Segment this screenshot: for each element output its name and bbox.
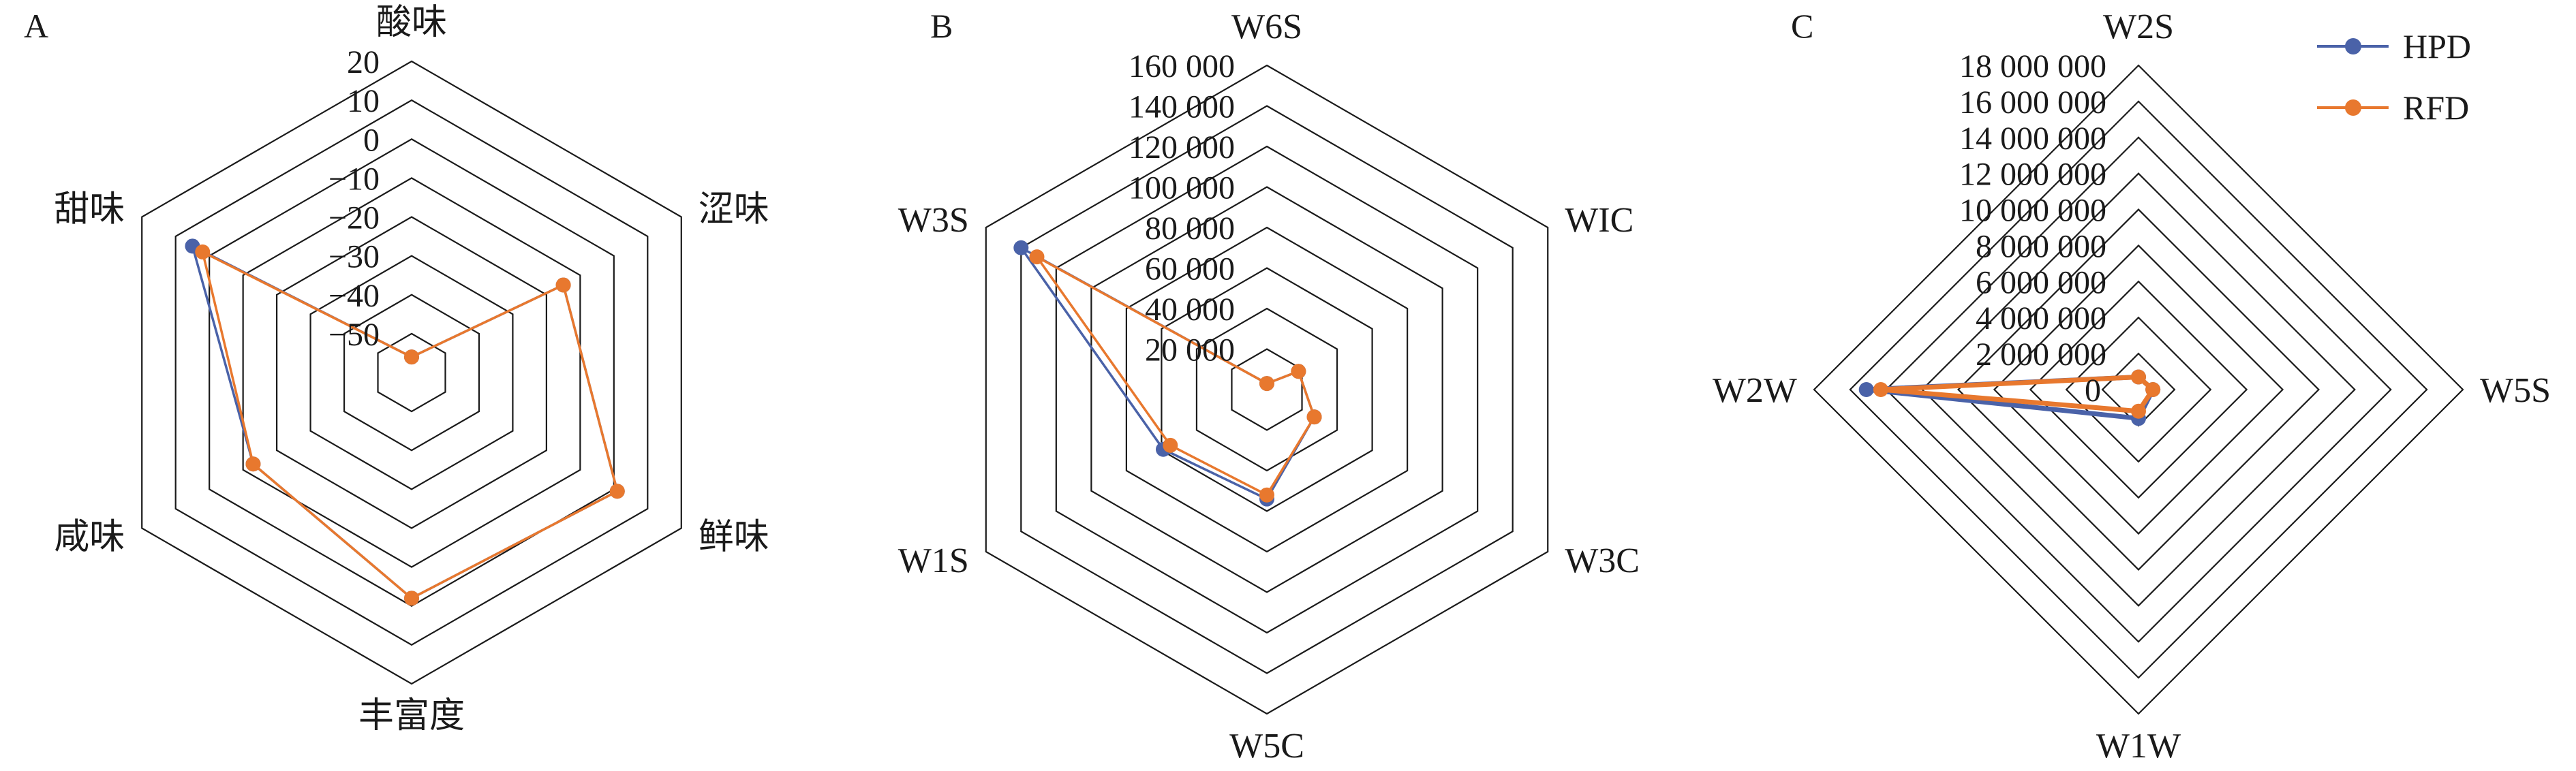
tick-label: 16 000 000 (1959, 84, 2106, 121)
legend-label-rfd: RFD (2403, 89, 2469, 127)
grid-ring (1813, 64, 2464, 715)
tick-label: 120 000 (1129, 129, 1235, 166)
grid-ring (343, 294, 480, 452)
axis-label: W3C (1565, 541, 1640, 580)
grid-ring (174, 99, 649, 646)
axis-label: W2S (2103, 7, 2174, 46)
grid-ring (242, 177, 581, 568)
radar-panel-b: 20 000 40 000 60 000 80 000 100 000 120 000 14… (898, 7, 1640, 766)
data-point-rfd (1029, 249, 1045, 265)
tick-label: 40 000 (1145, 292, 1235, 328)
grid-ring (1195, 307, 1338, 472)
tick-label: 10 (347, 83, 380, 119)
panel-letter-a: A (24, 7, 48, 45)
tick-label: 10 000 000 (1959, 193, 2106, 229)
data-point-rfd (1291, 364, 1306, 379)
tick-label: 2 000 000 (1976, 336, 2106, 373)
axis-label: 甜味 (54, 191, 125, 230)
legend-label-hpd: HPD (2403, 27, 2471, 65)
grid-ring (2065, 316, 2212, 463)
tick-label: 4 000 000 (1976, 300, 2106, 336)
axis-label: 咸味 (54, 518, 125, 557)
axis-label: W1S (898, 541, 969, 580)
tick-label: 6 000 000 (1976, 264, 2106, 300)
axis-label: 鲜味 (699, 518, 769, 557)
tick-label: −20 (328, 200, 380, 236)
tick-label: 18 000 000 (1959, 48, 2106, 84)
data-point-rfd (404, 349, 419, 365)
tick-label: 60 000 (1145, 251, 1235, 287)
tick-label: 100 000 (1129, 170, 1235, 206)
grid-ring (1885, 136, 2392, 643)
grid-ring (1849, 100, 2428, 679)
data-point-rfd (195, 244, 211, 259)
data-point-rfd (2131, 369, 2146, 385)
axis-label: W5C (1229, 727, 1304, 766)
grid-ring (1993, 244, 2284, 535)
data-point-rfd (609, 484, 625, 499)
grid-ring (209, 138, 615, 608)
axis-label: 涩味 (699, 191, 769, 230)
axis-label: 丰富度 (358, 697, 465, 736)
panel-letter-c: C (1791, 7, 1813, 45)
grid-ring (377, 332, 446, 413)
tick-label: −40 (328, 278, 380, 314)
tick-label: 8 000 000 (1976, 228, 2106, 264)
tick-label: 140 000 (1129, 89, 1235, 125)
tick-label: −30 (328, 239, 380, 275)
grid-ring (2029, 280, 2248, 499)
axis-label: WIC (1565, 201, 1634, 240)
data-point-hpd (1013, 240, 1029, 255)
legend-marker-rfd (2345, 99, 2361, 116)
data-point-rfd (2145, 382, 2161, 397)
series-line-rfd (201, 251, 619, 600)
panel-letter-b: B (930, 7, 953, 45)
tick-label: 0 (2085, 373, 2101, 409)
data-point-rfd (1259, 487, 1274, 503)
tick-label: 14 000 000 (1959, 121, 2106, 157)
tick-label: 0 (363, 122, 380, 158)
data-point-rfd (2131, 403, 2146, 419)
legend-marker-hpd (2345, 38, 2361, 54)
axis-label: W2W (1713, 371, 1797, 410)
axis-label: 酸味 (376, 3, 447, 42)
grid-ring (1161, 267, 1373, 512)
tick-label: 160 000 (1129, 48, 1235, 84)
grid-ring (1125, 226, 1409, 553)
tick-label: 20 000 (1145, 332, 1235, 368)
grid-ring (276, 216, 547, 529)
axis-label: W5S (2480, 371, 2551, 410)
data-point-hpd (1858, 382, 1874, 397)
grid-ring (1090, 186, 1443, 593)
grid-ring (1957, 208, 2320, 571)
tick-label: 12 000 000 (1959, 157, 2106, 193)
grid-ring (141, 60, 682, 685)
axis-label: W6S (1231, 7, 1302, 46)
tick-label: 80 000 (1145, 210, 1235, 247)
grid-ring (1921, 172, 2356, 607)
tick-label: 20 (347, 44, 380, 80)
data-point-rfd (1259, 376, 1274, 392)
legend: HPD RFD (2317, 27, 2471, 127)
axis-label: W1W (2096, 727, 2181, 766)
tick-label: −50 (328, 317, 380, 353)
data-point-rfd (1163, 437, 1178, 453)
data-point-rfd (245, 456, 261, 472)
grid-ring (309, 255, 514, 490)
data-point-rfd (1873, 382, 1888, 397)
grid-ring (985, 64, 1549, 715)
axis-label: W3S (898, 201, 969, 240)
data-point-rfd (1306, 409, 1322, 425)
data-point-rfd (555, 277, 571, 293)
tick-label: −10 (328, 161, 380, 197)
data-point-rfd (404, 591, 419, 606)
